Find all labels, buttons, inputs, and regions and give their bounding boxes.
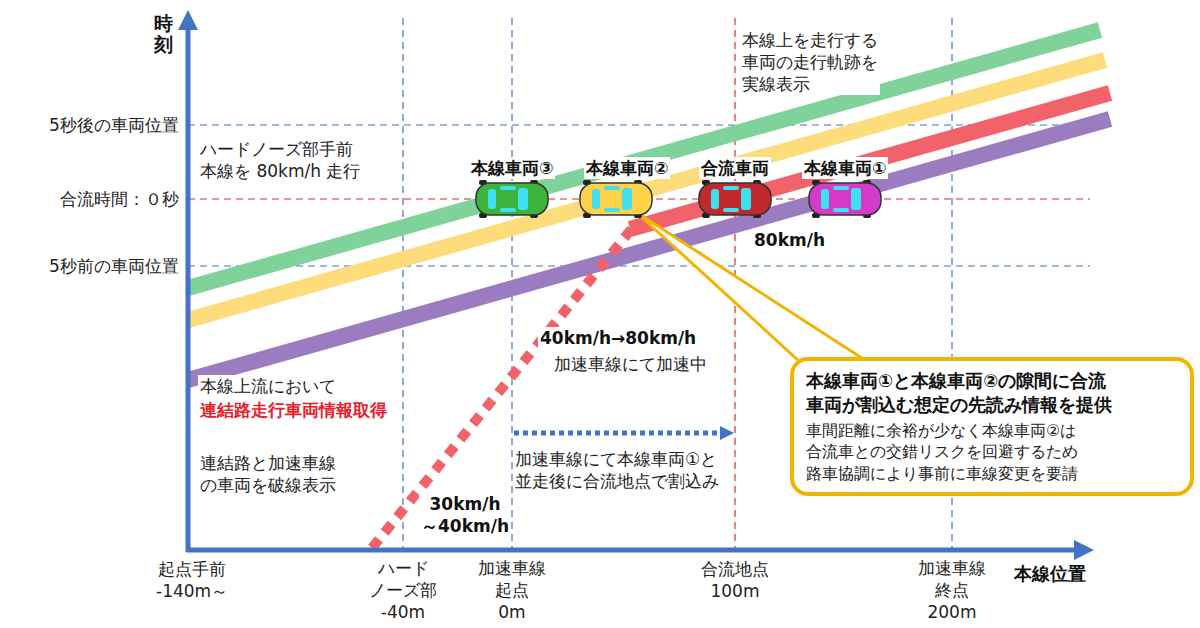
car-window (604, 186, 620, 190)
car-window (833, 186, 849, 190)
car-window (604, 208, 620, 212)
label: 80km/h (752, 229, 827, 251)
label: 本線車両② (584, 157, 670, 179)
text-line: 合流地点 (701, 558, 769, 580)
text-line: ハード (369, 557, 437, 579)
text-line: 連結路走行車両情報取得 (200, 399, 387, 421)
car-window (833, 208, 849, 212)
text-line: -140m～ (156, 580, 228, 602)
text-line: 連結路と加速車線 (200, 452, 336, 474)
car (580, 180, 652, 218)
text-line: 本線位置 (1014, 562, 1086, 585)
car-windshield (851, 188, 861, 210)
label: 合流時間：０秒 (58, 188, 181, 210)
text-line: 5秒後の車両位置 (49, 114, 179, 136)
car-windshield (518, 188, 528, 210)
text-line: ノーズ部 (369, 579, 437, 601)
label: 起点手前 -140m～ (154, 558, 230, 602)
label: 加速車線にて加速中 (552, 353, 709, 375)
text-line: 合流車両 (701, 157, 769, 179)
merge-trajectory (372, 226, 634, 548)
car-window (723, 186, 739, 190)
dotted-arrow (514, 426, 734, 440)
car-windshield (622, 188, 632, 210)
label: 本線車両③ (469, 157, 555, 179)
callout-body: 車間距離に余裕が少なく本線車両②は 合流車との交錯リスクを回避するため 路車協調… (806, 420, 1178, 485)
car (699, 180, 771, 218)
car-window (711, 189, 719, 209)
label: 加速車線 終点 200m (916, 557, 988, 623)
label: 本線位置 (1012, 562, 1088, 585)
label: 本線上を走行する 車両の走行軌跡を 実線表示 (740, 29, 880, 95)
text-line: 並走後に合流地点で割込み (515, 470, 719, 492)
text-line: 0m (478, 601, 546, 623)
label: ハード ノーズ部 -40m (367, 557, 439, 623)
car (809, 180, 881, 218)
text-line: 本線車両③ (471, 157, 553, 179)
text-line: 80km/h (754, 229, 825, 251)
car-body (809, 183, 881, 215)
label: 40km/h→80km/h (538, 327, 698, 349)
car-window (500, 186, 516, 190)
text-line: -40m (369, 601, 437, 623)
label: 連結路と加速車線 の車両を破線表示 (198, 452, 338, 496)
label: 本線車両① (802, 157, 888, 179)
trajectory-bands (188, 30, 1110, 380)
text-line: 起点手前 (156, 558, 228, 580)
text-line: 40km/h→80km/h (540, 327, 696, 349)
text-line: 合流車との交錯リスクを回避するため (806, 441, 1178, 463)
label: 合流地点 100m (699, 558, 771, 602)
text-line: 加速車線にて加速中 (554, 353, 707, 375)
text-line: 車両が割込む想定の先読み情報を提供 (806, 393, 1178, 417)
car-window (821, 189, 829, 209)
text-line: ～40km/h (421, 515, 509, 537)
car-body (699, 183, 771, 215)
cars (476, 180, 881, 218)
text-line: 本線車両② (586, 157, 668, 179)
label: 5秒後の車両位置 (47, 114, 181, 136)
label: 連結路走行車両情報取得 (198, 399, 389, 421)
text-line: 車間距離に余裕が少なく本線車両②は (806, 420, 1178, 442)
car-window (500, 208, 516, 212)
callout-heading: 本線車両①と本線車両②の隙間に合流 車両が割込む想定の先読み情報を提供 (806, 369, 1178, 418)
car-window (723, 208, 739, 212)
text-line: 加速車線にて本線車両①と (515, 448, 719, 470)
label: 30km/h ～40km/h (419, 493, 511, 537)
text-line: 本線車両①と本線車両②の隙間に合流 (806, 369, 1178, 393)
text-line: 終点 (918, 579, 986, 601)
text-line: 本線を 80km/h 走行 (200, 160, 360, 182)
text-line: 合流時間：０秒 (60, 188, 179, 210)
car-window (488, 189, 496, 209)
callout-box: 本線車両①と本線車両②の隙間に合流 車両が割込む想定の先読み情報を提供車間距離に… (790, 357, 1194, 496)
label: 合流車両 (699, 157, 771, 179)
car-body (476, 183, 548, 215)
text-line: 本線車両① (804, 157, 886, 179)
text-line: 本線上流において (200, 375, 336, 397)
text-line: 路車協調により事前に車線変更を要請 (806, 463, 1178, 485)
text-line: 車両の走行軌跡を (742, 51, 878, 73)
car-body (580, 183, 652, 215)
label: 加速車線にて本線車両①と 並走後に合流地点で割込み (513, 448, 721, 492)
text-line: 30km/h (421, 493, 509, 515)
label: 5秒前の車両位置 (47, 255, 181, 277)
text-line: 加速車線 (478, 557, 546, 579)
text-line: ハードノーズ部手前 (200, 138, 360, 160)
text-line: 本線上を走行する (742, 29, 878, 51)
label: 本線上流において (198, 375, 338, 397)
label: 時刻 (154, 13, 173, 55)
car-windshield (741, 188, 751, 210)
label: 加速車線 起点 0m (476, 557, 548, 623)
text-line: 100m (701, 580, 769, 602)
text-line: 5秒前の車両位置 (49, 255, 179, 277)
car-window (592, 189, 600, 209)
text-line: の車両を破線表示 (200, 474, 336, 496)
text-line: 200m (918, 601, 986, 623)
text-line: 実線表示 (742, 73, 878, 95)
car (476, 180, 548, 218)
label: ハードノーズ部手前 本線を 80km/h 走行 (198, 138, 362, 182)
text-line: 起点 (478, 579, 546, 601)
text-line: 加速車線 (918, 557, 986, 579)
